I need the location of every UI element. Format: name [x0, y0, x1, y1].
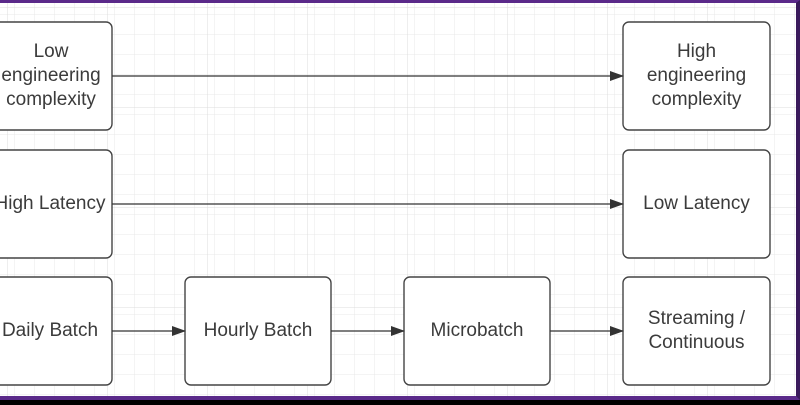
node-daily-batch-label: Daily Batch [1, 320, 99, 341]
node-hourly-batch-label: Hourly Batch [203, 320, 313, 341]
node-high-complexity-label: High engineering complexity [646, 41, 747, 110]
node-streaming-label: Streaming / Continuous [647, 308, 746, 353]
node-low-latency-label: Low Latency [643, 193, 750, 214]
node-low-complexity-label: Low engineering complexity [1, 41, 101, 110]
node-high-latency-label: High Latency [0, 193, 106, 214]
node-microbatch-label: Microbatch [430, 320, 524, 341]
